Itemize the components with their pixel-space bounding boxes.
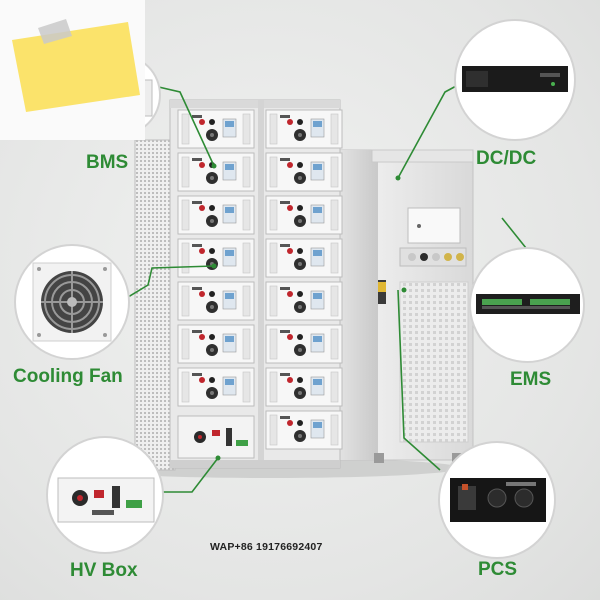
label-pcs: PCS <box>478 559 518 580</box>
label-cooling-fan: Cooling Fan <box>13 366 123 387</box>
dcdc-thumbnail <box>454 19 576 141</box>
sticky-note-icon <box>12 19 140 112</box>
contact-text: WAP+86 19176692407 <box>210 541 323 553</box>
pcs-thumbnail <box>438 441 556 559</box>
label-dcdc: DC/DC <box>476 148 537 169</box>
label-ems: EMS <box>510 369 552 390</box>
cooling-fan-thumbnail <box>14 244 130 360</box>
hv-box-thumbnail <box>46 436 164 554</box>
label-bms: BMS <box>86 152 129 173</box>
label-hv-box: HV Box <box>70 560 138 581</box>
pcs-cabinet <box>339 149 474 463</box>
battery-rack <box>134 99 343 471</box>
ems-thumbnail <box>469 247 585 363</box>
